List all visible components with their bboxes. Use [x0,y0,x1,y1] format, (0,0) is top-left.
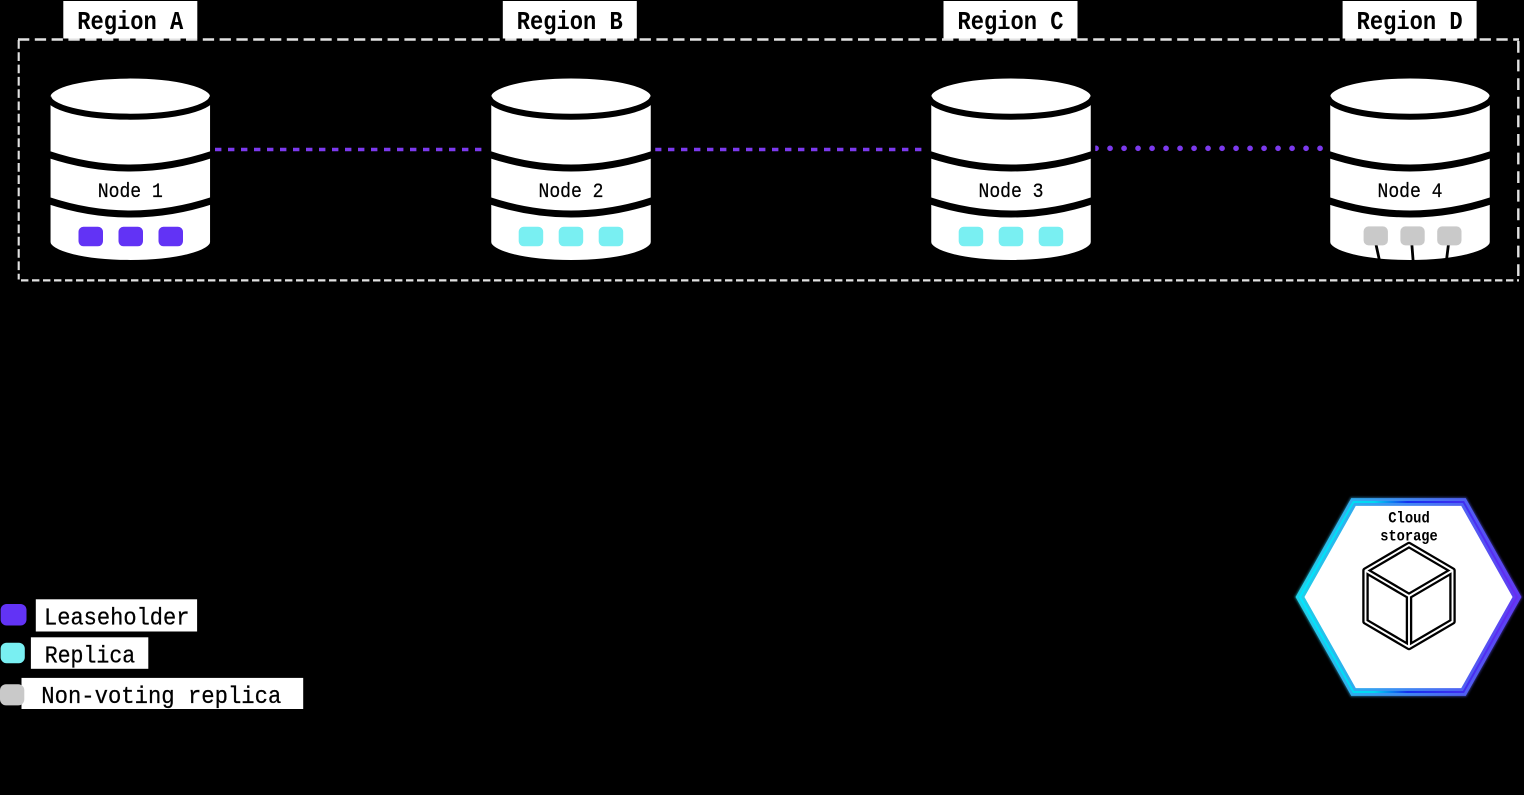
svg-text:Replica: Replica [45,644,136,671]
svg-text:Region B: Region B [517,7,623,37]
svg-text:Node 4: Node 4 [1378,181,1443,204]
svg-text:Node 3: Node 3 [979,181,1044,204]
svg-text:Region C: Region C [958,7,1064,37]
svg-text:Region D: Region D [1357,7,1463,37]
svg-text:Leaseholder: Leaseholder [44,606,190,633]
svg-text:Cloud: Cloud [1388,510,1430,528]
svg-text:storage: storage [1380,528,1438,546]
svg-text:Node 2: Node 2 [539,181,604,204]
svg-text:Node 1: Node 1 [98,181,163,204]
svg-text:Non-voting replica: Non-voting replica [41,684,281,711]
svg-text:Region A: Region A [77,7,183,37]
